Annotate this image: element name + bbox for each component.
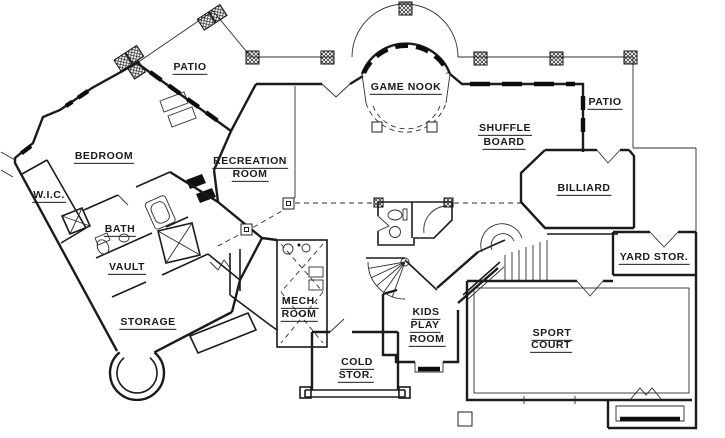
room-label-mech-2: ROOM <box>280 308 318 322</box>
sport-court-walls <box>457 232 698 430</box>
corridor-staircase <box>462 223 548 301</box>
toilet-icon <box>389 226 401 238</box>
exterior-walls <box>0 61 586 352</box>
room-label-mech-1: MECH. <box>280 295 320 309</box>
interior-partitions <box>21 130 278 331</box>
room-label-bath: BATH <box>103 223 137 237</box>
game-nook-bay <box>360 42 452 133</box>
water-heater-icon <box>301 243 311 253</box>
room-label-billiard: BILLIARD <box>556 182 612 196</box>
room-label-vault: VAULT <box>108 261 146 275</box>
cold-storage-walls <box>299 318 411 399</box>
patio-column-cluster-top <box>196 3 228 31</box>
patio-upper-left-outline <box>113 3 334 128</box>
nook-post <box>426 121 438 133</box>
room-label-bedroom: BEDROOM <box>73 150 135 164</box>
bath-fixtures <box>60 195 201 264</box>
panel-icon <box>308 266 324 278</box>
water-heater-icon <box>282 243 294 255</box>
yard-storage-walls <box>611 230 696 277</box>
room-label-cold-1: COLD <box>340 356 374 370</box>
deck-column <box>245 50 260 65</box>
tub-icon <box>144 195 176 230</box>
room-label-wic: W.I.C. <box>32 189 66 203</box>
room-label-kids-1: KIDS <box>411 306 441 320</box>
panel-icon <box>308 279 324 291</box>
room-label-sport-2: COURT <box>530 339 572 353</box>
room-label-patio-upper: PATIO <box>172 61 208 75</box>
sink-icon <box>118 233 130 243</box>
ceiling-break-lines <box>215 86 522 248</box>
room-label-sport-1: SPORT <box>531 327 573 341</box>
exterior-post <box>457 411 473 427</box>
mech-room <box>276 239 328 348</box>
room-label-storage: STORAGE <box>119 316 177 330</box>
room-label-kids-3: ROOM <box>408 333 446 347</box>
room-label-game-nook: GAME NOOK <box>369 81 443 95</box>
top-deck-edge <box>245 1 697 232</box>
room-label-cold-2: STOR. <box>337 369 375 383</box>
nook-post <box>371 121 383 133</box>
central-bathroom-pod <box>373 197 454 246</box>
sink-icon <box>387 209 403 221</box>
deck-column <box>398 1 413 16</box>
deck-column <box>320 50 335 65</box>
kids-play-room-walls <box>381 251 499 373</box>
deck-column <box>549 51 564 66</box>
storage-turret <box>108 237 264 402</box>
spiral-staircase <box>366 257 438 300</box>
toilet-icon <box>96 239 110 255</box>
room-label-recreation-2: ROOM <box>231 168 269 182</box>
room-label-recreation-1: RECREATION <box>212 155 288 169</box>
room-label-yard-storage: YARD STOR. <box>618 251 690 265</box>
room-label-kids-2: PLAY <box>409 319 441 333</box>
deck-column <box>473 51 488 66</box>
billiard-room-walls <box>519 148 636 235</box>
deck-column <box>623 50 638 65</box>
room-label-shuffle-1: SHUFFLE <box>478 122 532 136</box>
room-label-shuffle-2: BOARD <box>482 136 526 150</box>
room-label-patio-right: PATIO <box>587 96 623 110</box>
